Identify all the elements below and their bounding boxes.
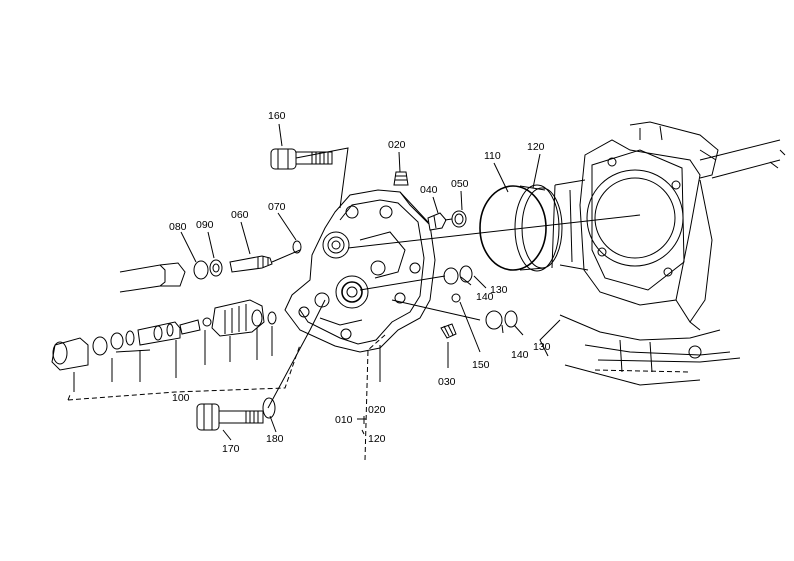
callout-130-upper: 130: [490, 284, 508, 296]
valve-assembly-100: [51, 299, 277, 371]
callout-070: 070: [268, 201, 286, 213]
callout-060: 060: [231, 209, 249, 221]
bolt-170: [196, 397, 276, 431]
leader-lines: [73, 123, 541, 441]
pump-housing: [284, 171, 436, 353]
callout-140-upper: 140: [476, 291, 494, 303]
callout-170: 170: [222, 443, 240, 455]
callout-080: 080: [169, 221, 187, 233]
callout-130-lower: 130: [533, 341, 551, 353]
callout-labels: 160 020 040 050 110 120 070 060 090 080 …: [169, 110, 551, 455]
engine-housing: [539, 121, 786, 386]
callout-100: 100: [172, 392, 190, 404]
callout-bracket-010: [361, 416, 365, 435]
callout-120-top: 120: [527, 141, 545, 153]
callout-050: 050: [451, 178, 469, 190]
callout-110: 110: [484, 150, 501, 162]
callout-140-lower: 140: [511, 349, 529, 361]
callout-020-top: 020: [388, 139, 406, 151]
callout-010: 010: [335, 414, 353, 426]
callout-090: 090: [196, 219, 214, 231]
callout-040: 040: [420, 184, 438, 196]
relief-valve-parts: [119, 240, 302, 293]
callout-150: 150: [472, 359, 490, 371]
bolt-160: [270, 148, 333, 170]
assembly-lines: [67, 147, 641, 461]
callout-180: 180: [266, 433, 284, 445]
callout-030: 030: [438, 376, 456, 388]
callout-120-bottom: 120: [368, 433, 386, 445]
callout-020-bottom: 020: [368, 404, 386, 416]
callout-160: 160: [268, 110, 286, 122]
